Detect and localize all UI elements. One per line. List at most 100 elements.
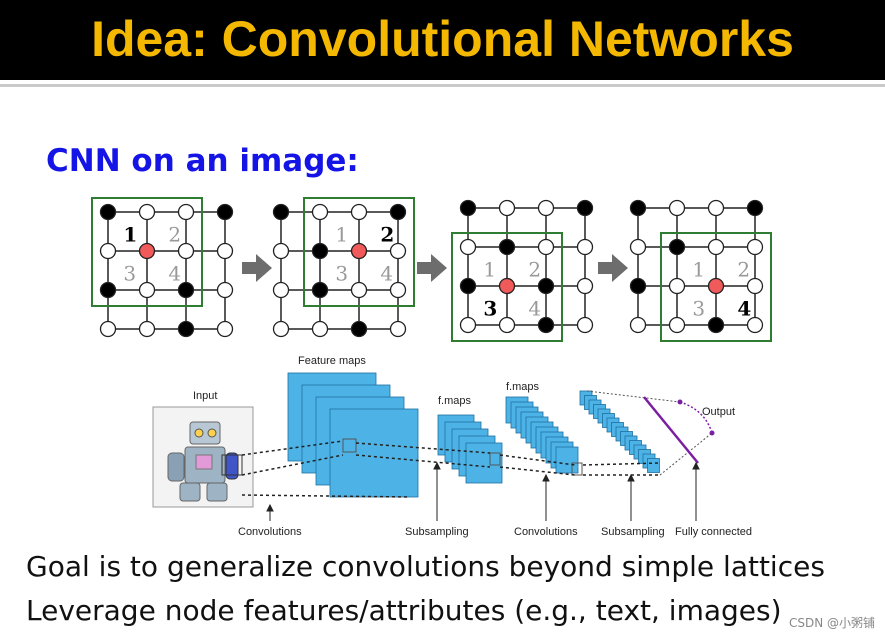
feature-map: [555, 446, 579, 474]
convolution-window: [451, 232, 563, 342]
feature-maps-layer-4: [579, 390, 660, 473]
lattice-node: [216, 203, 234, 221]
feature-maps-layer-1: [287, 372, 419, 498]
lattice-node: [99, 281, 117, 299]
cnn-architecture-diagram: Input Feature maps f.maps f.maps Output …: [152, 355, 752, 538]
lattice-number: 2: [737, 257, 750, 281]
label-fully-connected: Fully connected: [675, 526, 752, 538]
feature-maps-label: Feature maps: [298, 355, 366, 367]
lattice-node: [272, 320, 290, 338]
lattice-center-node: [498, 277, 516, 295]
lattice-node: [99, 320, 117, 338]
lattice-panel-2: 1 2 3 4: [272, 197, 415, 338]
lattice-node: [177, 281, 195, 299]
lattice-node: [177, 320, 195, 338]
lattice-node: [459, 277, 477, 295]
lattice-node: [498, 316, 516, 334]
feature-map-patch: [571, 462, 583, 476]
lattice-node: [498, 199, 516, 217]
lattice-node: [576, 199, 594, 217]
lattice-node: [459, 199, 477, 217]
lattice-number: 1: [335, 222, 348, 246]
lattice-node: [311, 320, 329, 338]
lattice-number: 4: [737, 296, 751, 320]
lattice-number: 4: [380, 261, 393, 285]
slide-subtitle: CNN on an image:: [46, 143, 359, 179]
lattice-node: [272, 242, 290, 260]
input-label: Input: [193, 390, 217, 402]
lattice-node: [576, 316, 594, 334]
lattice-number: 4: [528, 296, 541, 320]
lattice-node: [746, 199, 764, 217]
lattice-node: [668, 238, 686, 256]
lattice-node: [576, 277, 594, 295]
lattice-number: 2: [168, 222, 181, 246]
lattice-node: [272, 281, 290, 299]
lattice-node: [138, 320, 156, 338]
lattice-node: [138, 203, 156, 221]
up-arrow-head: [692, 461, 700, 470]
lattice-node: [311, 281, 329, 299]
lattice-node: [707, 316, 725, 334]
lattice-node: [389, 242, 407, 260]
lattice-node: [216, 281, 234, 299]
label-subsampling-1: Subsampling: [405, 526, 469, 538]
lattice-node: [668, 199, 686, 217]
lattice-node: [537, 199, 555, 217]
lattice-node: [629, 238, 647, 256]
up-arrow-head: [542, 473, 550, 482]
lattice-node: [272, 203, 290, 221]
feature-map: [647, 458, 660, 473]
lattice-center-node: [707, 277, 725, 295]
lattice-number: 1: [123, 222, 137, 246]
lattice-node: [459, 238, 477, 256]
lattice-node: [177, 203, 195, 221]
lattice-node: [311, 242, 329, 260]
step-arrow-icon: [417, 254, 447, 282]
lattice-node: [537, 277, 555, 295]
lattice-node: [350, 281, 368, 299]
lattice-node: [177, 242, 195, 260]
title-bar: [0, 0, 885, 80]
lattice-node: [576, 238, 594, 256]
robot-icon: [167, 421, 239, 502]
lattice-number: 3: [335, 261, 348, 285]
feature-maps-layer-2: [437, 414, 503, 484]
convolution-window: [303, 197, 415, 307]
lattice-node: [668, 316, 686, 334]
fmaps-label-2: f.maps: [506, 381, 540, 393]
step-arrow-icon: [598, 254, 628, 282]
lattice-node: [99, 203, 117, 221]
lattice-node: [498, 238, 516, 256]
lattice-node: [459, 316, 477, 334]
up-arrow-head: [266, 503, 274, 512]
lattice-number: 3: [123, 261, 136, 285]
lattice-node: [99, 242, 117, 260]
lattice-center-node: [350, 242, 368, 260]
lattice-node: [537, 238, 555, 256]
label-subsampling-2: Subsampling: [601, 526, 665, 538]
lattice-node: [138, 281, 156, 299]
lattice-node: [629, 316, 647, 334]
title-divider: [0, 84, 885, 87]
up-arrow-head: [627, 473, 635, 482]
lattice-node: [216, 242, 234, 260]
lattice-number: 3: [483, 296, 497, 320]
lattice-number: 1: [692, 257, 705, 281]
slide-title: Idea: Convolutional Networks: [91, 11, 794, 67]
input-receptive-field: [221, 454, 243, 476]
convolution-window: [660, 232, 772, 342]
lattice-node: [746, 316, 764, 334]
lattice-node: [537, 316, 555, 334]
lattice-number: 2: [380, 222, 394, 246]
feature-map: [329, 408, 419, 498]
bullet-leverage: Leverage node features/attributes (e.g.,…: [26, 594, 782, 627]
fully-connected-layer: [586, 390, 715, 476]
label-convolutions-1: Convolutions: [238, 526, 302, 538]
fmaps-label-1: f.maps: [438, 395, 472, 407]
bullet-goal: Goal is to generalize convolutions beyon…: [26, 550, 825, 583]
lattice-node: [216, 320, 234, 338]
feature-map-patch: [489, 452, 501, 466]
